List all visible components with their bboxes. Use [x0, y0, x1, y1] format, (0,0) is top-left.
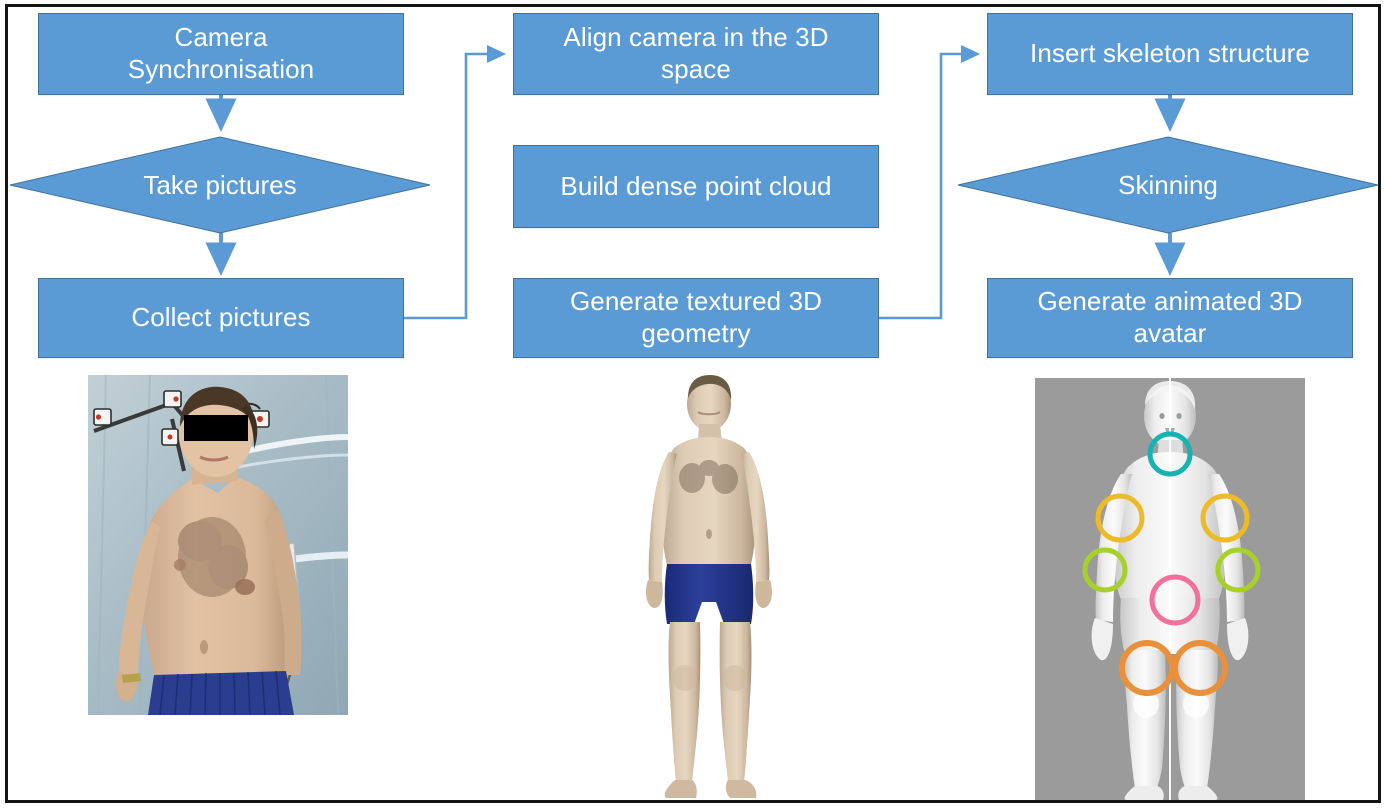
textured-3d-avatar — [612, 372, 808, 800]
privacy-bar — [184, 415, 248, 441]
joint-marker-wrist-right — [1215, 547, 1261, 593]
node-label: Insert skeleton structure — [1030, 38, 1310, 69]
rigged-avatar-joint-markers — [1035, 378, 1305, 800]
subject-body — [116, 386, 302, 715]
camera-icon — [161, 428, 179, 446]
node-skinning[interactable]: Skinning — [957, 136, 1379, 234]
joint-marker-pelvis — [1149, 574, 1201, 626]
node-label: Generate textured 3D geometry — [569, 286, 823, 348]
node-label: Generate animated 3D avatar — [1037, 286, 1303, 348]
joint-marker-knee-right — [1172, 640, 1228, 696]
joint-marker-elbow-left — [1095, 493, 1145, 543]
node-label: Collect pictures — [131, 302, 311, 333]
joint-marker-neck — [1147, 431, 1193, 477]
node-build-dense-point-cloud[interactable]: Build dense point cloud — [513, 145, 879, 228]
node-insert-skeleton-structure[interactable]: Insert skeleton structure — [987, 13, 1353, 95]
node-generate-textured-geometry[interactable]: Generate textured 3D geometry — [513, 278, 879, 358]
node-align-camera[interactable]: Align camera in the 3D space — [513, 13, 879, 95]
node-label: Camera Synchronisation — [127, 22, 315, 84]
camera-icon — [163, 390, 182, 408]
node-take-pictures[interactable]: Take pictures — [9, 136, 431, 234]
joint-marker-wrist-left — [1082, 547, 1128, 593]
node-label: Build dense point cloud — [560, 170, 832, 201]
joint-marker-elbow-right — [1200, 493, 1250, 543]
photo-subject-in-capture-rig — [88, 375, 348, 715]
node-camera-synchronisation[interactable]: Camera Synchronisation — [38, 13, 404, 95]
node-collect-pictures[interactable]: Collect pictures — [38, 278, 404, 358]
node-label: Align camera in the 3D space — [563, 22, 829, 84]
node-generate-animated-avatar[interactable]: Generate animated 3D avatar — [987, 278, 1353, 358]
avatar-body — [646, 375, 772, 798]
camera-icon — [93, 408, 112, 426]
